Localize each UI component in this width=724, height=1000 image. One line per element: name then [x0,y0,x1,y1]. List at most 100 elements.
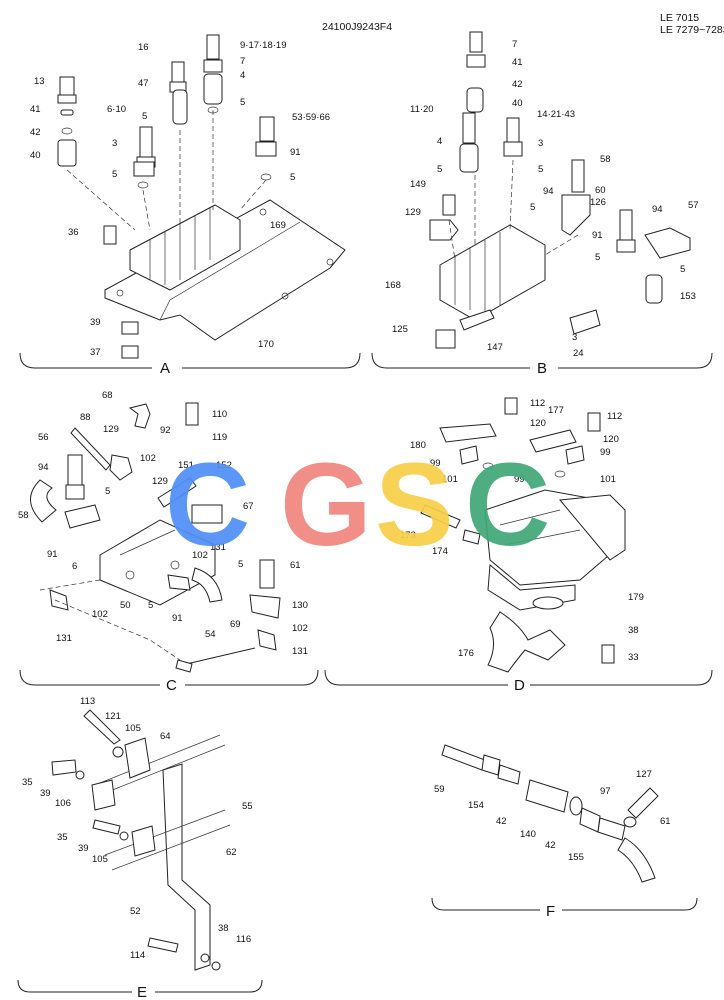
callout-label: 24 [573,348,584,359]
callout-label: 58 [600,154,611,165]
callout-label: 40 [30,150,41,161]
callout-label: 102 [92,609,108,620]
callout-label: 105 [125,723,141,734]
callout-label: 177 [548,405,564,416]
callout-label: 5 [680,264,685,275]
callout-label: 39 [78,843,89,854]
callout-label: 35 [22,777,33,788]
callout-label: 168 [385,280,401,291]
callout-label: 58 [18,510,29,521]
section-c-label: C [166,677,177,694]
section-f-callouts: 127 59 97 154 42 61 140 42 155 [434,769,671,863]
section-c-drawing [30,402,281,673]
callout-label: 94 [652,204,663,215]
callout-label: 130 [292,600,308,611]
callout-label: 99 [600,447,611,458]
callout-label: 99 [430,458,441,469]
callout-label: 5 [530,202,535,213]
callout-label: 14·21·43 [537,109,575,120]
callout-label: 126 [590,197,606,208]
callout-label: 129 [405,207,421,218]
callout-label: 180 [410,440,426,451]
callout-label: 152 [216,460,232,471]
callout-label: 5 [290,172,295,183]
callout-label: 40 [512,98,523,109]
callout-label: 36 [68,227,79,238]
callout-label: 5 [538,164,543,175]
callout-label: 102 [192,550,208,561]
callout-label: 120 [603,434,619,445]
callout-label: 102 [292,623,308,634]
section-d-label: D [514,677,525,694]
callout-label: 101 [600,474,616,485]
section-d-callouts: 112 177 112 120 120 180 99 99 101 99 101… [400,398,644,663]
callout-label: 131 [56,633,72,644]
callout-label: 42 [512,79,523,90]
callout-label: 47 [138,78,149,89]
callout-label: 61 [290,560,301,571]
callout-label: 129 [152,476,168,487]
callout-label: 174 [432,546,448,557]
callout-label: 64 [160,731,171,742]
callout-label: 170 [258,339,274,350]
callout-label: 50 [120,600,131,611]
callout-label: 33 [628,652,639,663]
callout-label: 119 [212,432,227,443]
callout-label: 3 [112,138,117,149]
callout-label: 42 [545,840,556,851]
callout-label: 176 [458,648,474,659]
callout-label: 91 [290,147,301,158]
callout-label: 54 [205,629,216,640]
section-a-drawing [57,34,346,359]
callout-label: 38 [628,625,639,636]
callout-label: 91 [47,549,58,560]
callout-label: 39 [40,788,51,799]
callout-label: 153 [680,291,696,302]
callout-label: 110 [212,409,227,420]
callout-label: 106 [55,798,71,809]
callout-label: 94 [543,186,554,197]
callout-label: 60 [595,185,606,196]
callout-label: 42 [30,127,41,138]
callout-label: 42 [496,816,507,827]
serial-range-2: LE 7279~7283 [660,24,724,36]
callout-label: 127 [636,769,652,780]
callout-label: 121 [105,711,121,722]
callout-label: 173 [400,530,416,541]
section-e-callouts: 113 121 105 64 35 39 106 55 35 39 105 62… [22,696,253,961]
callout-label: 6·10 [107,104,126,115]
watermark: C G S C [165,439,550,571]
callout-label: 13 [34,76,45,87]
callout-label: 169 [270,220,286,231]
callout-label: 41 [512,57,523,68]
callout-label: 57 [688,200,699,211]
callout-label: 35 [57,832,68,843]
section-b-bracket [371,352,713,369]
callout-label: 116 [236,934,251,945]
section-d-bracket [324,669,713,686]
callout-label: 53·59·66 [292,112,330,123]
callout-label: 38 [218,923,229,934]
callout-label: 11·20 [410,104,434,115]
callout-label: 5 [112,169,117,180]
callout-label: 62 [226,847,237,858]
callout-label: 112 [607,411,622,422]
callout-label: 102 [140,453,156,464]
section-f-bracket [431,897,698,911]
watermark-letter-s: S [375,439,454,571]
section-b-label: B [537,360,547,377]
section-e-drawing [51,709,231,971]
callout-label: 5 [148,600,153,611]
callout-label: 131 [292,646,308,657]
drawing-number: 24100J9243F4 [322,21,392,33]
section-e-bracket [17,979,263,993]
callout-label: 112 [530,398,545,409]
callout-label: 129 [103,424,119,435]
callout-label: 67 [243,501,254,512]
watermark-letter-g: G [280,439,372,571]
callout-label: 69 [230,619,241,630]
section-a-callouts: 16 9·17·18·19 7 13 47 4 41 5 5 42 6·10 5… [30,40,330,358]
callout-label: 5 [437,164,442,175]
callout-label: 7 [240,56,245,67]
callout-label: 4 [437,136,442,147]
